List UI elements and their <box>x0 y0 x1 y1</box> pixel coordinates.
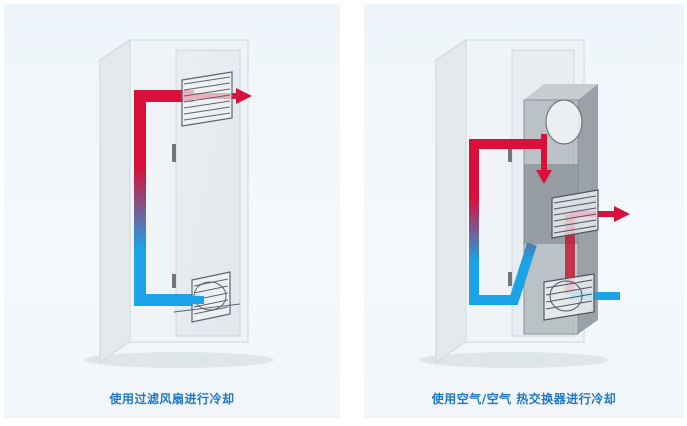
filter-fan-illustration <box>84 39 274 368</box>
external-outlet-arrow-icon <box>614 206 630 222</box>
outlet-grille-icon <box>551 189 599 239</box>
caption-heat-exchanger: 使用空气/空气 热交换器进行冷却 <box>431 392 617 406</box>
cabinet-side <box>435 39 467 363</box>
cabinet-side <box>99 39 131 363</box>
panel-filter-fan: 使用过滤风扇进行冷却 <box>4 4 340 418</box>
door-handle-icon <box>172 144 176 162</box>
caption-filter-fan: 使用过滤风扇进行冷却 <box>109 392 235 406</box>
cabinet-shadow <box>419 352 609 368</box>
heat-exchanger-illustration <box>419 39 630 368</box>
door-handle-icon <box>508 144 512 162</box>
internal-air-circuit <box>469 139 544 305</box>
internal-arrow-icon <box>536 170 552 184</box>
door-hinge-icon <box>508 272 512 286</box>
exhaust-grille-icon <box>181 71 233 127</box>
top-fan-icon <box>545 99 583 145</box>
door-hinge-icon <box>172 274 176 288</box>
bottom-fan-icon <box>543 273 595 321</box>
panel-heat-exchanger: 使用空气/空气 热交换器进行冷却 <box>364 4 684 418</box>
exhaust-arrow-icon <box>236 88 252 104</box>
cabinet-shadow <box>84 352 274 368</box>
